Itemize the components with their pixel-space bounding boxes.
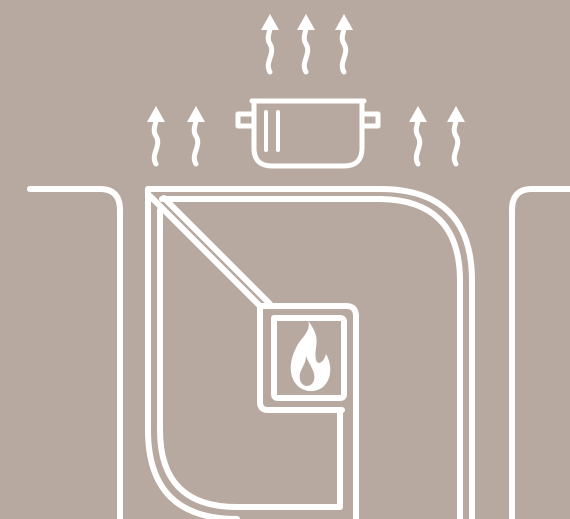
left-wall-shape <box>27 186 123 519</box>
heat-arrow-icon <box>147 106 165 167</box>
heat-waves-top-icon <box>261 14 353 75</box>
right-wall-shape <box>509 186 570 519</box>
heat-arrow-icon <box>297 14 315 75</box>
rocket-stove-icon <box>145 186 475 519</box>
heat-arrow-icon <box>335 14 353 75</box>
flame-icon <box>290 320 331 392</box>
chimney-diagonal-inner-shape <box>161 195 273 307</box>
heat-arrow-icon <box>409 106 427 167</box>
stove-chamber-shape <box>157 207 343 510</box>
heat-waves-right-icon <box>409 106 465 167</box>
chimney-diagonal-outer-shape <box>147 193 263 309</box>
cooking-pot-icon <box>235 98 381 169</box>
stove-inner-line-shape <box>159 196 463 519</box>
heat-waves-left-icon <box>147 106 205 167</box>
heat-arrow-icon <box>261 14 279 75</box>
heat-arrow-icon <box>187 106 205 167</box>
combustion-chamber <box>257 303 359 519</box>
stove-left-side-shape <box>145 186 240 519</box>
heat-arrow-icon <box>447 106 465 167</box>
